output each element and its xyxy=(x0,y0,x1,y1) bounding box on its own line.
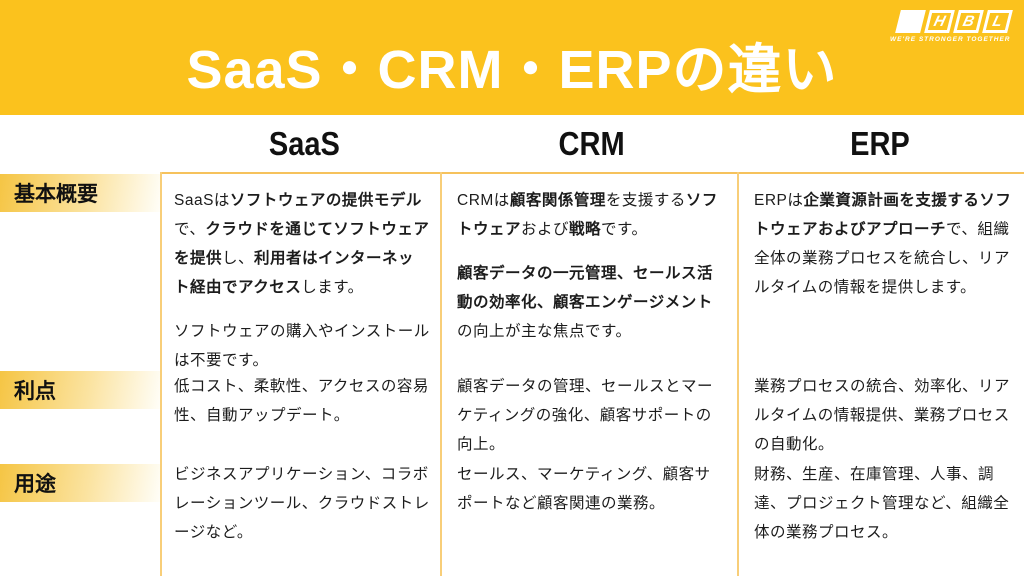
cell-erp-benefits: 業務プロセスの統合、効率化、リアルタイムの情報提供、業務プロセスの自動化。 xyxy=(754,378,1011,453)
cell-saas-uses: ビジネスアプリケーション、コラボレーションツール、クラウドストレージなど。 xyxy=(174,466,430,541)
cell-erp-overview: ERPは企業資源計画を支援するソフトウェアおよびアプローチで、組織全体の業務プロ… xyxy=(754,192,1012,296)
table-top-border xyxy=(160,172,1024,174)
column-header-erp: ERP xyxy=(736,125,1024,163)
column-header-saas-label: SaaS xyxy=(268,124,340,162)
column-header-erp-label: ERP xyxy=(850,124,910,162)
row-label-benefits: 利点 xyxy=(0,371,160,409)
row-label-overview: 基本概要 xyxy=(0,174,160,212)
logo-tagline: WE'RE STRONGER TOGETHER xyxy=(890,36,1011,43)
cell-erp-uses: 財務、生産、在庫管理、人事、調達、プロジェクト管理など、組織全体の業務プロセス。 xyxy=(754,466,1010,541)
column-header-saas: SaaS xyxy=(160,125,448,163)
logo-letter-l: L xyxy=(982,10,1013,33)
table-divider-crm-erp xyxy=(737,172,739,576)
cell-saas-benefits: 低コスト、柔軟性、アクセスの容易性、自動アップデート。 xyxy=(174,378,429,424)
logo-letter-h: H xyxy=(924,10,955,33)
logo-blocks: H B L xyxy=(890,10,1013,33)
row-label-uses: 用途 xyxy=(0,464,160,502)
cell-crm-overview: CRMは顧客関係管理を支援するソフトウェアおよび戦略です。顧客データの一元管理、… xyxy=(457,192,718,340)
hbl-logo: H B L WE'RE STRONGER TOGETHER xyxy=(890,10,1013,43)
column-header-row: SaaS CRM ERP xyxy=(160,115,1024,172)
table-divider-left xyxy=(160,172,162,576)
header-banner: SaaS・CRM・ERPの違い xyxy=(0,0,1024,115)
logo-block-icon xyxy=(895,10,926,33)
page-title: SaaS・CRM・ERPの違い xyxy=(186,40,838,100)
table-divider-saas-crm xyxy=(440,172,442,576)
column-header-crm: CRM xyxy=(448,125,736,163)
cell-crm-benefits: 顧客データの管理、セールスとマーケティングの強化、顧客サポートの向上。 xyxy=(457,378,714,453)
column-header-crm-label: CRM xyxy=(558,124,626,162)
logo-letter-b: B xyxy=(953,10,984,33)
cell-saas-overview: SaaSはソフトウェアの提供モデルで、クラウドを通じてソフトウェアを提供し、利用… xyxy=(174,192,430,369)
cell-crm-uses: セールス、マーケティング、顧客サポートなど顧客関連の業務。 xyxy=(457,466,711,512)
